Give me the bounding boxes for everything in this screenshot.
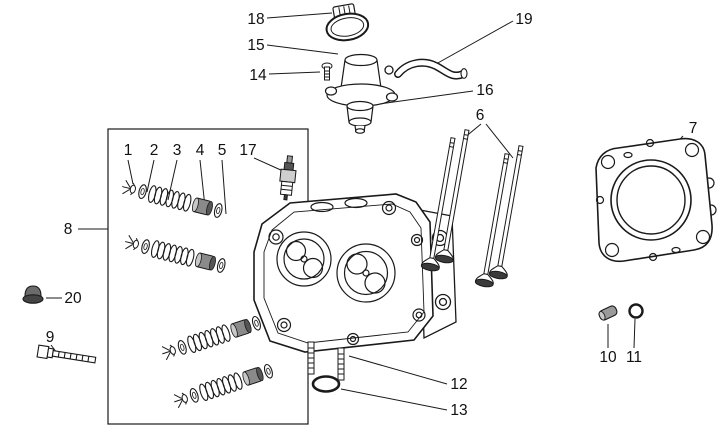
- leader-12: [348, 355, 448, 385]
- part-label-8: 8: [64, 221, 73, 238]
- flange-bolt: [36, 344, 97, 364]
- head-stud-2: [337, 347, 345, 381]
- leader-14: [268, 71, 321, 75]
- valve-kit-upper-2: [122, 232, 228, 276]
- part-label-15: 15: [247, 37, 264, 54]
- leader-lines: [46, 12, 684, 411]
- cap-nut: [22, 285, 44, 304]
- part-label-13: 13: [450, 402, 467, 419]
- head-gasket: [595, 137, 717, 263]
- leader-4: [199, 159, 206, 208]
- o-ring: [311, 375, 341, 393]
- valve-kit-lower-2: [171, 361, 275, 411]
- part-label-11: 11: [626, 349, 642, 366]
- part-label-10: 10: [599, 349, 617, 366]
- leader-3: [167, 159, 178, 201]
- part-label-18: 18: [247, 11, 264, 28]
- coolant-hose: [394, 58, 468, 80]
- thermostat-cover: [324, 53, 399, 107]
- part-label-6: 6: [476, 107, 485, 124]
- leader-18: [266, 12, 333, 19]
- leader-16: [378, 90, 474, 105]
- part-label-17: 17: [239, 142, 256, 159]
- seal-ring: [628, 303, 644, 319]
- part-label-2: 2: [150, 142, 159, 159]
- part-label-14: 14: [249, 67, 267, 84]
- part-label-3: 3: [173, 142, 182, 159]
- valve-kit-lower-1: [159, 313, 263, 363]
- leader-19: [435, 20, 514, 65]
- part-labels: 18 15 14 19 16 6 7 1 2 3 4 5 17 8 20 9 1…: [46, 11, 698, 419]
- head-stud-1: [307, 341, 315, 375]
- spark-plug: [279, 155, 297, 201]
- part-label-16: 16: [476, 82, 493, 99]
- leader-5: [221, 159, 227, 215]
- leader-17: [253, 157, 284, 172]
- part-label-9: 9: [46, 329, 55, 346]
- part-label-7: 7: [689, 120, 698, 137]
- part-label-4: 4: [196, 142, 205, 159]
- leader-15: [266, 44, 339, 55]
- thermostat: [346, 100, 374, 134]
- hose-seal-ring: [384, 65, 394, 75]
- leader-13: [340, 388, 448, 411]
- part-label-19: 19: [515, 11, 532, 28]
- part-label-20: 20: [64, 290, 82, 307]
- leader-6b: [485, 123, 514, 159]
- leader-11: [633, 318, 636, 349]
- cylinder-head: [253, 193, 434, 353]
- part-label-1: 1: [124, 142, 133, 159]
- part-label-12: 12: [450, 376, 467, 393]
- leader-1: [127, 159, 134, 185]
- hose-clamp: [325, 3, 370, 42]
- leader-2: [146, 159, 155, 193]
- cover-bolt: [321, 62, 333, 81]
- dowel-pin: [598, 305, 618, 321]
- part-label-5: 5: [218, 142, 227, 159]
